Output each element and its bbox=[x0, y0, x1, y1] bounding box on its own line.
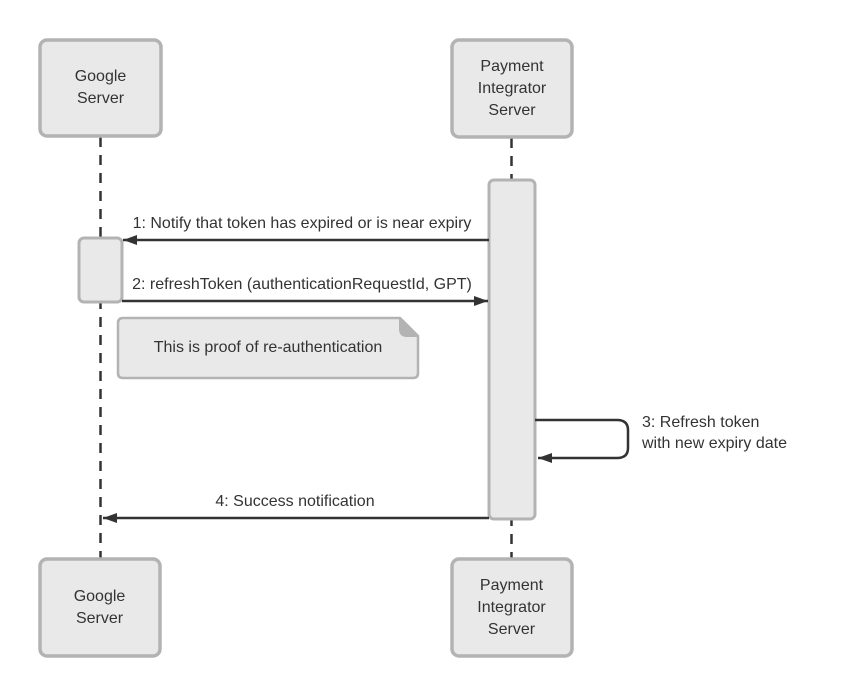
actor-box-google-top bbox=[38, 38, 163, 138]
message-3-self-loop-arrow bbox=[535, 418, 630, 463]
activation-bar-google bbox=[77, 236, 124, 304]
actor-box-google-bottom bbox=[38, 557, 162, 658]
note-shape bbox=[116, 316, 420, 380]
actor-box-payment-integrator-top bbox=[450, 38, 574, 139]
actor-box-payment-integrator-bottom bbox=[450, 557, 574, 658]
note-folded-corner-icon bbox=[399, 317, 419, 337]
activation-bar-payment-integrator bbox=[487, 178, 537, 521]
